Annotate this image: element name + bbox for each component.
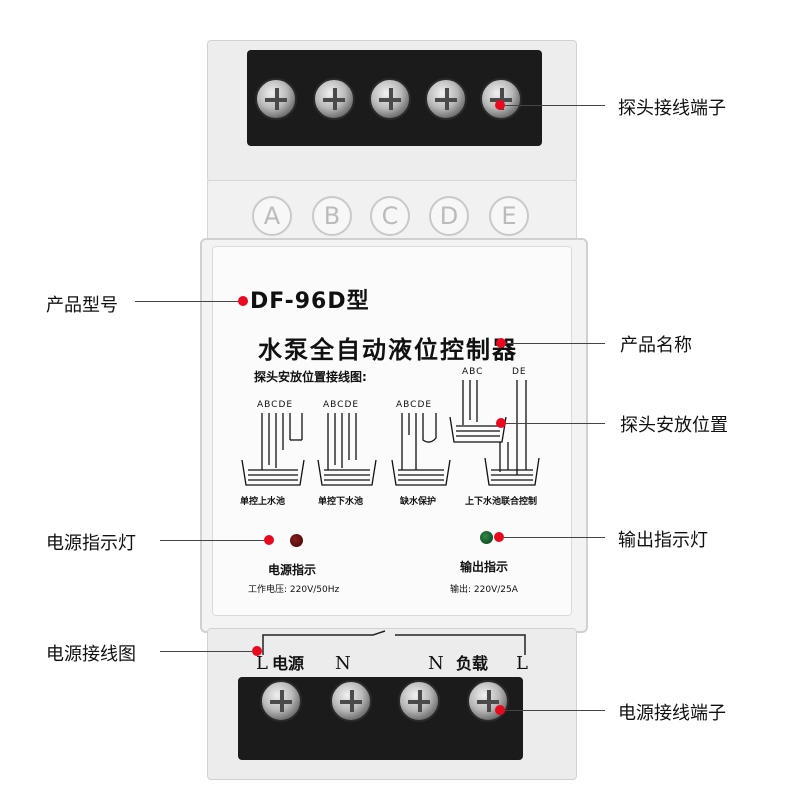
diagram-2-label: 单控下水池: [318, 497, 364, 507]
callout-power-wiring: 电源接线图: [46, 644, 136, 665]
diagram-2-letters: ABCDE: [323, 400, 360, 410]
callout-line-power-terminal: [505, 710, 605, 711]
power-wiring-lines: [262, 630, 526, 655]
output-rating-label: 输出: 220V/25A: [450, 585, 518, 595]
callout-dot-product-model: [238, 296, 248, 306]
power-indicator-lamp: [290, 534, 303, 547]
callout-probe-position: 探头安放位置: [620, 415, 728, 436]
power-screw-3: [398, 680, 440, 722]
callout-probe-terminal: 探头接线端子: [618, 98, 726, 119]
wiring-n2: N: [428, 653, 444, 674]
callout-product-model: 产品型号: [46, 295, 118, 316]
probe-screw-3: [369, 78, 411, 120]
callout-line-power-indicator: [160, 540, 264, 541]
callout-line-product-model: [135, 301, 238, 302]
callout-dot-power-terminal: [495, 705, 505, 715]
diagram-3-label: 缺水保护: [400, 497, 437, 507]
terminal-letter-e: E: [489, 196, 529, 236]
working-voltage-label: 工作电压: 220V/50Hz: [248, 585, 340, 595]
wiring-right-l: L: [516, 653, 528, 674]
power-indicator-label: 电源指示: [268, 563, 317, 577]
probe-screw-4: [425, 78, 467, 120]
callout-line-output-indicator: [504, 537, 605, 538]
callout-power-indicator: 电源指示灯: [46, 533, 136, 554]
callout-dot-probe-position: [496, 418, 506, 428]
output-indicator-lamp: [480, 531, 493, 544]
callout-line-product-name: [506, 343, 605, 344]
callout-product-name: 产品名称: [620, 335, 692, 356]
terminal-letter-a: A: [252, 196, 292, 236]
power-screw-2: [330, 680, 372, 722]
terminal-letter-b: B: [312, 196, 352, 236]
front-panel-label: [212, 246, 572, 616]
product-title: 水泵全自动液位控制器: [258, 336, 518, 364]
wiring-power-text: 电源: [272, 654, 305, 673]
output-indicator-label: 输出指示: [460, 560, 509, 574]
wiring-load-text: 负载: [456, 654, 489, 673]
callout-line-power-wiring: [160, 651, 252, 652]
power-screw-1: [260, 680, 302, 722]
diagram-1-letters: ABCDE: [257, 400, 294, 410]
wiring-n1: N: [335, 653, 351, 674]
diagram-4-letters-left: ABC: [462, 367, 484, 377]
probe-screw-1: [255, 78, 297, 120]
diagram-4-label: 上下水池联合控制: [465, 497, 538, 507]
callout-dot-product-name: [496, 338, 506, 348]
callout-dot-output-indicator: [494, 532, 504, 542]
callout-dot-power-wiring: [252, 646, 262, 656]
diagram-4-letters-right: DE: [512, 367, 527, 377]
probe-position-diagrams: [241, 380, 540, 486]
probe-screw-2: [313, 78, 355, 120]
diagram-3-letters: ABCDE: [396, 400, 433, 410]
probe-screw-5: [480, 78, 522, 120]
terminal-letter-c: C: [370, 196, 410, 236]
callout-dot-power-indicator: [264, 535, 274, 545]
callout-power-terminal: 电源接线端子: [618, 703, 726, 724]
callout-line-probe-position: [506, 423, 605, 424]
callout-dot-probe-terminal: [495, 100, 505, 110]
wiring-left-l: L: [256, 653, 268, 674]
product-model: DF-96D型: [250, 289, 370, 314]
diagram-1-label: 单控上水池: [240, 497, 286, 507]
callout-line-probe-terminal: [505, 105, 605, 106]
terminal-letter-d: D: [429, 196, 469, 236]
diagram-caption: 探头安放位置接线图:: [254, 370, 367, 384]
callout-output-indicator: 输出指示灯: [618, 530, 708, 551]
power-screw-4: [467, 680, 509, 722]
